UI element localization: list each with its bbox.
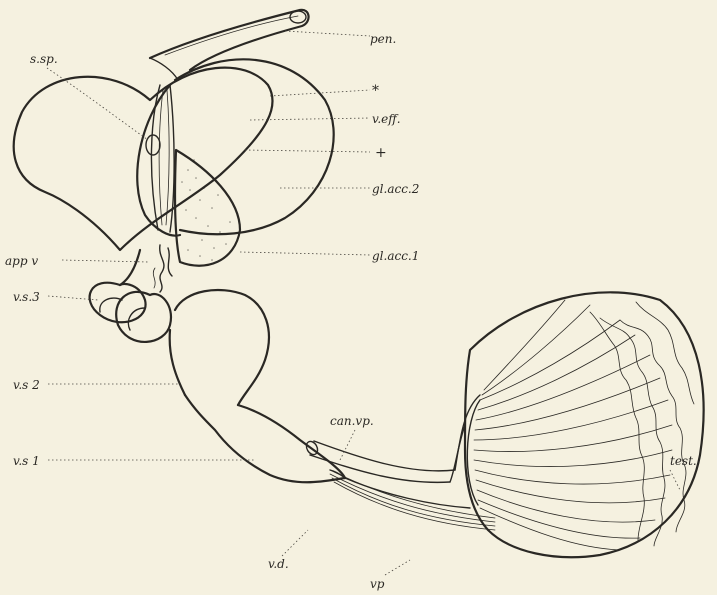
glans-left-lobe — [14, 68, 273, 250]
seminal-vesicle-2 — [170, 290, 269, 405]
label-vp: vp — [370, 577, 385, 591]
label-gl-acc-1: gl.acc.1 — [372, 249, 419, 263]
appendix-vesicle — [153, 245, 172, 292]
labels: pen. s.sp. * v.eff. + gl.acc.2 gl.acc.1 … — [5, 32, 697, 591]
label-v-s-3: v.s.3 — [13, 290, 40, 304]
seminal-vesicle-3 — [90, 250, 171, 342]
testis — [465, 292, 704, 557]
label-app-v: app v — [5, 254, 38, 268]
label-can-vp: can.vp. — [330, 414, 374, 428]
label-s-sp: s.sp. — [30, 52, 58, 66]
penis-structure — [150, 10, 309, 80]
seminal-vesicle-1 — [185, 395, 345, 482]
label-v-d: v.d. — [268, 557, 289, 571]
label-gl-acc-2: gl.acc.2 — [372, 182, 419, 196]
label-v-s-2: v.s 2 — [13, 378, 40, 392]
canal-vp — [304, 395, 480, 482]
label-test: test. — [670, 454, 697, 468]
label-plus: + — [375, 145, 387, 161]
label-v-s-1: v.s 1 — [13, 454, 40, 468]
label-v-eff: v.eff. — [372, 112, 401, 126]
vas-deferens — [330, 470, 495, 530]
label-asterisk: * — [372, 83, 379, 99]
accessory-gland-1 — [175, 150, 240, 266]
label-pen: pen. — [370, 32, 396, 46]
